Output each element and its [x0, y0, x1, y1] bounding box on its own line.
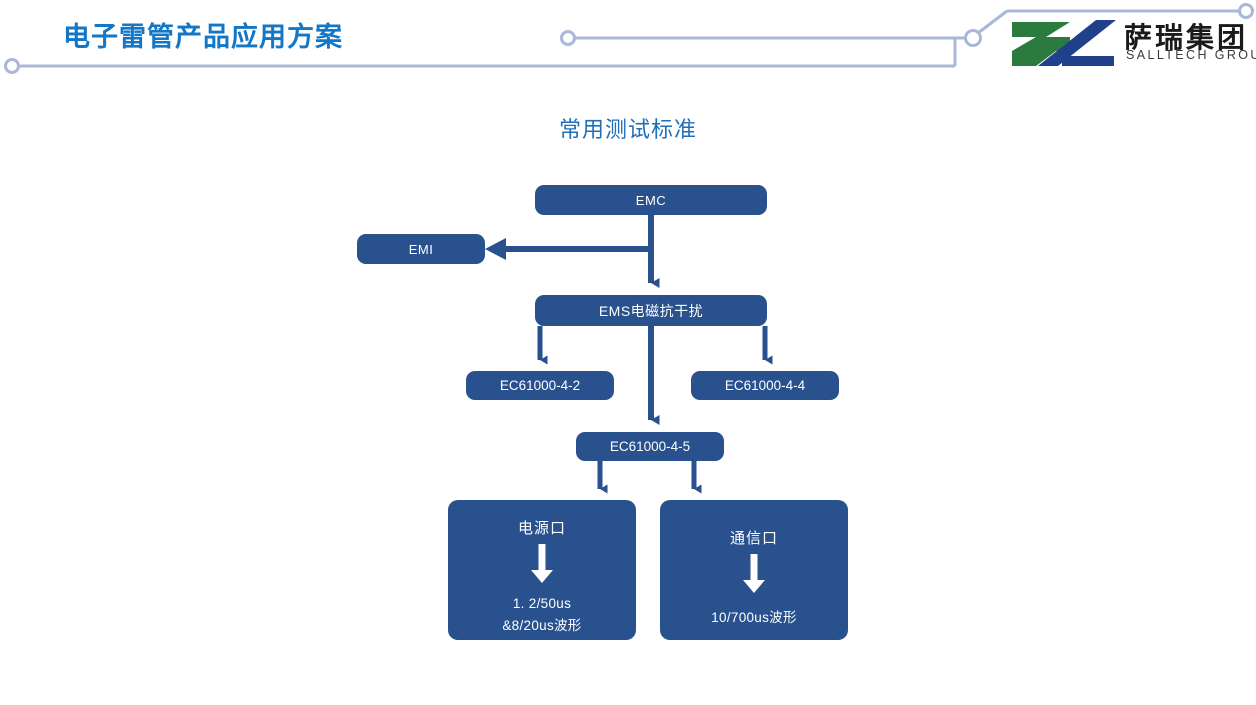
page-title: 电子雷管产品应用方案 — [63, 22, 343, 52]
node-power-port-detail-line2: &8/20us波形 — [502, 618, 582, 633]
down-arrow-icon — [743, 553, 765, 593]
slide-title: 常用测试标准 — [558, 117, 697, 142]
node-emc[interactable]: EMC — [535, 185, 767, 215]
node-ec61000-4-2[interactable]: EC61000-4-2 — [466, 371, 614, 400]
node-ec61000-4-5[interactable]: EC61000-4-5 — [576, 432, 724, 461]
slide-header: 电子雷管产品应用方案 萨瑞集团 SALLTECH GROUP — [0, 0, 1256, 90]
node-comm-port-detail-line1: 10/700us波形 — [711, 609, 797, 625]
node-comm-port-label: 通信口 — [729, 529, 778, 547]
logo-name-cn: 萨瑞集团 — [1124, 23, 1249, 54]
node-power-port[interactable]: 电源口 1. 2/50us &8/20us波形 — [448, 500, 636, 640]
logo-name-en: SALLTECH GROUP — [1126, 48, 1256, 62]
edge-emc-to-emi — [485, 238, 651, 260]
node-emi[interactable]: EMI — [357, 234, 485, 264]
node-ec61000-4-4[interactable]: EC61000-4-4 — [691, 371, 839, 400]
down-arrow-icon — [531, 544, 553, 584]
node-power-port-label: 电源口 — [517, 520, 566, 538]
salltech-logo-mark — [1012, 20, 1116, 66]
node-ems[interactable]: EMS电磁抗干扰 — [535, 295, 767, 326]
company-logo: 萨瑞集团 SALLTECH GROUP — [1010, 18, 1256, 70]
node-power-port-detail-line1: 1. 2/50us — [512, 596, 572, 612]
node-comm-port[interactable]: 通信口 10/700us波形 — [660, 500, 848, 640]
